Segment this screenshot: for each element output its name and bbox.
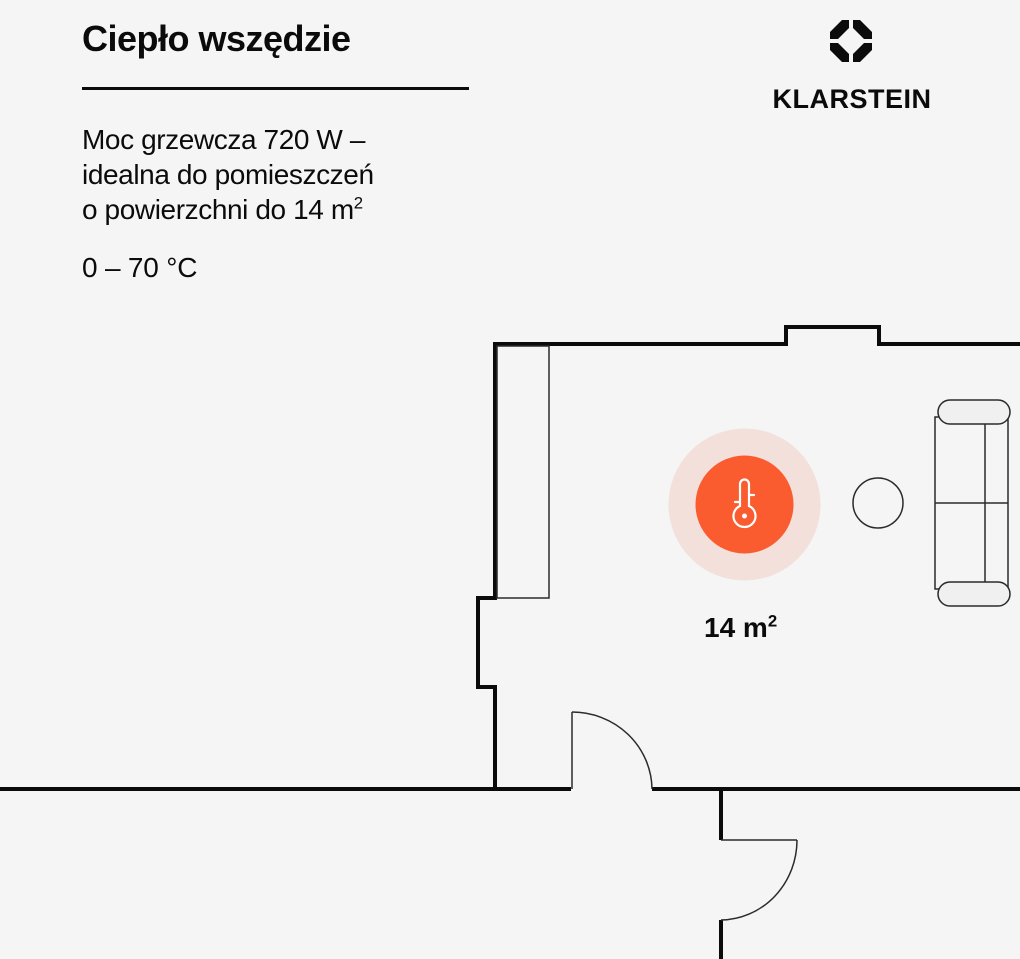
thermometer-icon <box>732 478 757 529</box>
room-area-value: 14 m <box>704 612 768 643</box>
area-superscript: 2 <box>767 611 778 631</box>
heating-power-description: Moc grzewcza 720 W – idealna do pomieszc… <box>82 122 502 227</box>
title-divider <box>82 87 469 90</box>
description-line-2: idealna do pomieszczeń <box>82 159 374 190</box>
hall-door-swing <box>720 839 798 921</box>
page-title: Ciepło wszędzie <box>82 18 351 59</box>
wardrobe <box>496 345 550 599</box>
description-line-1: Moc grzewcza 720 W – <box>82 124 365 155</box>
round-table <box>852 477 904 529</box>
brand-logo: KLARSTEIN <box>764 18 944 113</box>
brand-name: KLARSTEIN <box>772 84 932 114</box>
description-line-3-text: o powierzchni do 14 m <box>82 194 354 225</box>
temperature-range: 0 – 70 °C <box>82 252 198 283</box>
sofa <box>934 399 1011 607</box>
room-door-swing <box>571 711 653 790</box>
octagon-diamond-logo-icon <box>830 20 872 62</box>
room-area-label: 14 m2 <box>704 612 777 644</box>
superscript-2: 2 <box>353 193 363 213</box>
heater-location-marker <box>668 428 821 581</box>
description-line-3: o powierzchni do 14 m2 <box>82 192 502 227</box>
room-wall <box>476 325 1020 789</box>
